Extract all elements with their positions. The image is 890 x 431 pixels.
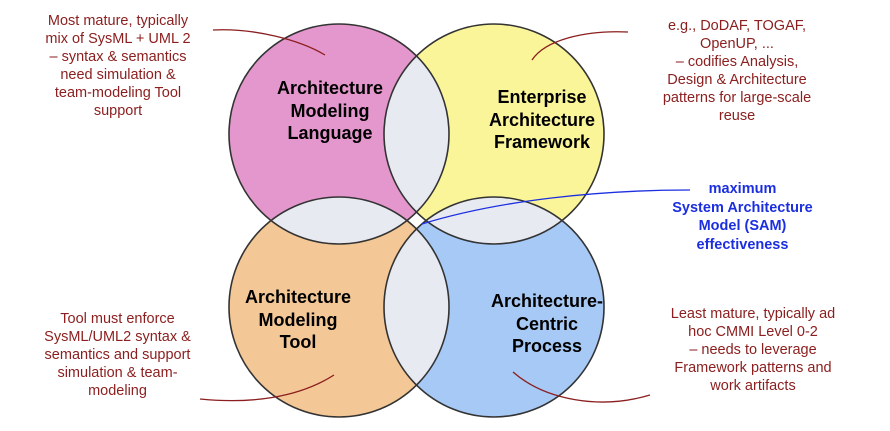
process-label-line: Centric — [515, 313, 578, 334]
note-line: support — [93, 103, 143, 119]
framework-circle — [384, 24, 604, 244]
note-line: hoc CMMI Level 0-2 — [688, 324, 818, 340]
note-line: Design & Architecture — [667, 72, 807, 88]
language-label-line: Modeling — [290, 100, 370, 121]
note-line: Tool must enforce — [60, 311, 175, 327]
circle-outlines — [228, 23, 605, 418]
connector-center — [421, 189, 691, 225]
note-line: OpenUP, ... — [700, 36, 774, 52]
tool-label-line: Tool — [279, 332, 317, 352]
note-bottom-right: Least mature, typically ad hoc CMMI Leve… — [628, 305, 878, 395]
tool-circle — [229, 197, 449, 417]
process-label-line: Architecture- — [490, 291, 604, 311]
language-label: Architecture Modeling Language — [220, 77, 440, 145]
connector-top-right — [531, 31, 629, 61]
note-line: SysML/UML2 syntax & — [44, 329, 191, 345]
tool-label: Architecture Modeling Tool — [188, 286, 408, 354]
note-line: – needs to leverage — [689, 342, 817, 358]
callout-line: maximum — [708, 181, 777, 197]
note-top-left: Most mature, typically mix of SysML + UM… — [18, 12, 218, 120]
note-line: Least mature, typically ad — [670, 306, 836, 322]
framework-label-line: Framework — [493, 132, 591, 152]
note-line: team-modeling Tool — [54, 85, 182, 101]
note-line: work artifacts — [710, 378, 796, 394]
language-label-line: Architecture — [276, 78, 384, 98]
connector-bottom-right — [512, 371, 651, 403]
language-label-line: Language — [287, 123, 373, 143]
process-circle — [384, 197, 604, 417]
note-line: Most mature, typically — [47, 13, 189, 29]
note-line: patterns for large-scale — [662, 90, 812, 106]
note-line: e.g., DoDAF, TOGAF, — [667, 18, 807, 34]
tool-label-line: Modeling — [258, 309, 338, 330]
note-bottom-left: Tool must enforce SysML/UML2 syntax & se… — [20, 310, 215, 400]
callout-line: System Architecture — [672, 199, 813, 216]
center-callout: maximum System Architecture Model (SAM) … — [640, 180, 845, 254]
note-top-right: e.g., DoDAF, TOGAF, OpenUP, ... – codifi… — [622, 17, 852, 125]
tool-label-line: Architecture — [244, 287, 352, 307]
connector-bottom-left — [199, 374, 335, 402]
framework-label-line: Enterprise — [497, 87, 587, 107]
note-line: simulation & team- — [57, 365, 178, 381]
callout-line: effectiveness — [696, 236, 789, 253]
process-label: Architecture- Centric Process — [437, 290, 657, 358]
callout-line: Model (SAM) — [698, 218, 787, 234]
note-line: – codifies Analysis, — [675, 54, 799, 70]
note-line: need simulation & — [60, 67, 176, 83]
language-circle — [229, 24, 449, 244]
note-line: reuse — [718, 108, 756, 124]
connector-top-left — [212, 29, 326, 56]
note-line: modeling — [88, 383, 147, 399]
note-line: semantics and support — [44, 347, 191, 363]
note-line: mix of SysML + UML 2 — [45, 31, 191, 47]
note-line: Framework patterns and — [674, 360, 832, 376]
framework-label: Enterprise Architecture Framework — [432, 86, 652, 154]
process-label-line: Process — [511, 336, 583, 356]
framework-label-line: Architecture — [488, 109, 596, 130]
note-line: – syntax & semantics — [49, 49, 187, 65]
